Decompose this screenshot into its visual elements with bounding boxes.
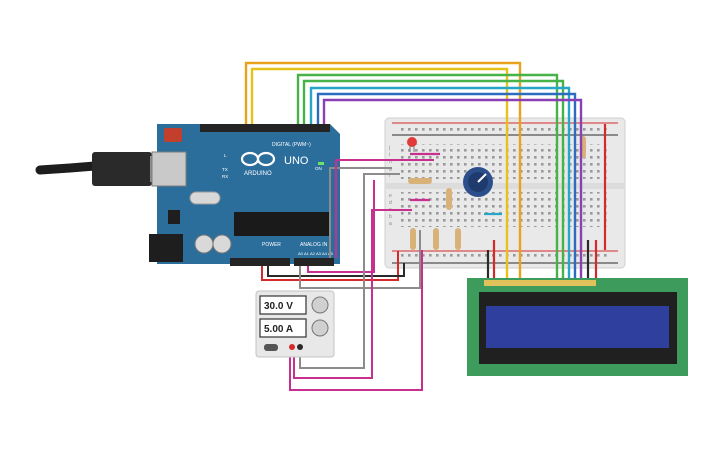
potentiometer[interactable] (463, 167, 493, 197)
row-letter: f (389, 173, 391, 179)
arduino-model: UNO (284, 155, 309, 167)
arduino-logo (240, 151, 276, 167)
row-letter: i (389, 152, 390, 158)
row-letter: a (389, 221, 392, 227)
lcd-module[interactable] (467, 278, 688, 376)
wire-black-gnd (267, 263, 405, 277)
row-letter: j (388, 145, 390, 151)
analog-pin-label: A0 (298, 251, 304, 256)
wires-supply (289, 173, 423, 391)
analog-pin-label: A1 (304, 251, 310, 256)
voltage-display (259, 295, 307, 315)
analog-pin-label: A4 (322, 251, 328, 256)
wire-green (296, 73, 559, 284)
terminal-positive[interactable] (289, 344, 295, 350)
on-label: ON (315, 166, 322, 171)
wire-magenta-supply (293, 209, 412, 379)
wires-digital (244, 61, 583, 284)
lcd-screen (486, 306, 669, 348)
wire-cyan (309, 86, 571, 284)
current-knob[interactable] (311, 319, 329, 337)
power-switch[interactable] (264, 344, 278, 351)
wires-power (261, 159, 434, 289)
wire-orange (244, 61, 522, 284)
digital-header-label: DIGITAL (PWM~) (272, 142, 311, 148)
wire-magenta-supply-2 (289, 250, 423, 391)
wires-breadboard-lcd (410, 124, 607, 284)
l-label: L (224, 153, 227, 158)
power-jack (149, 234, 183, 262)
wire-magenta-2 (307, 180, 375, 273)
wire-green-2 (302, 79, 565, 284)
analog-pin-label: A3 (316, 251, 322, 256)
current-readout: 5.00 A (264, 324, 293, 335)
reset-button[interactable] (164, 128, 182, 142)
digital-header[interactable] (200, 124, 330, 132)
wire-gray-2 (299, 230, 421, 289)
wire-red-5v (261, 251, 399, 281)
voltage-knob[interactable] (311, 296, 329, 314)
led-red[interactable] (407, 137, 417, 152)
tx-label: TX (222, 167, 228, 172)
wire-blue (316, 92, 577, 284)
row-letter: e (389, 193, 392, 199)
wire-yellow (250, 67, 509, 284)
breadboard[interactable]: j i h g f e d c b a (384, 117, 626, 269)
resistor[interactable] (410, 228, 416, 250)
terminal-negative[interactable] (297, 344, 303, 350)
row-letter: h (389, 159, 392, 165)
power-supply[interactable]: 30.0 V 5.00 A (255, 290, 335, 358)
rx-label: RX (222, 174, 228, 179)
arduino-brand: ARDUINO (244, 171, 272, 177)
analog-pin-labels: A0 A1 A2 A3 A4 A5 (298, 251, 334, 256)
analog-header-label: ANALOG IN (300, 242, 328, 248)
analog-pin-label: A2 (310, 251, 316, 256)
power-header[interactable] (230, 258, 290, 266)
on-led (318, 162, 324, 165)
analog-header[interactable] (294, 258, 334, 266)
current-display (259, 318, 307, 338)
atmega-chip (234, 212, 330, 236)
resistor[interactable] (446, 188, 452, 210)
resistor[interactable] (433, 228, 439, 250)
resistor[interactable] (408, 178, 432, 184)
arduino-uno-board[interactable]: ARDUINO UNO DIGITAL (PWM~) POWER ANALOG … (149, 124, 340, 266)
lcd-pins[interactable] (484, 280, 596, 286)
wire-gray-supply (299, 173, 400, 369)
voltage-readout: 30.0 V (264, 301, 293, 312)
row-letter: b (389, 214, 392, 220)
wire-magenta (335, 159, 434, 258)
wire-gray (329, 167, 392, 258)
resistor[interactable] (455, 228, 461, 250)
row-letter: d (389, 200, 392, 206)
power-header-label: POWER (262, 242, 281, 248)
wire-purple (322, 98, 583, 284)
